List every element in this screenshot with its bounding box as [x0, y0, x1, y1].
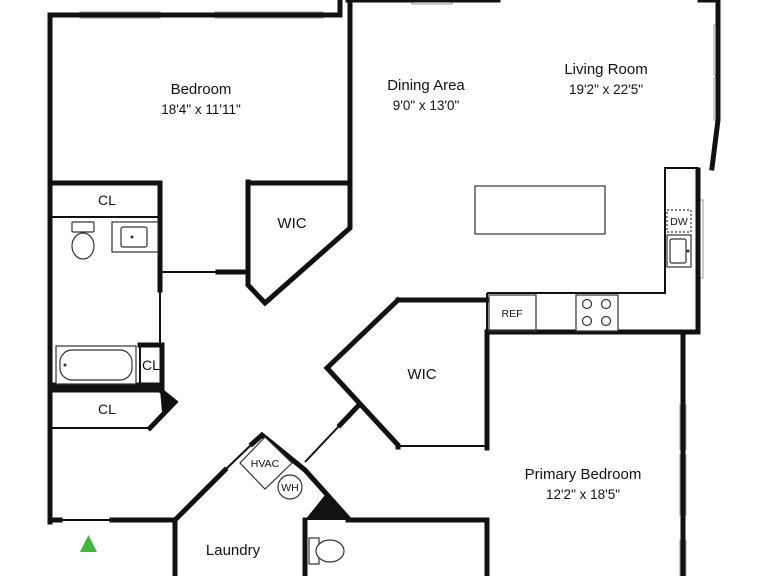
bedroom-dims: 18'4" x 11'11": [161, 102, 241, 117]
labels: Bedroom 18'4" x 11'11" Dining Area 9'0" …: [98, 61, 688, 559]
ref-label: REF: [502, 308, 523, 320]
dw-label: DW: [670, 216, 688, 228]
laundry-name: Laundry: [206, 542, 261, 559]
toilet-lower-icon: [308, 537, 345, 565]
living-name: Living Room: [564, 61, 647, 78]
kitchen-sink-icon: [666, 234, 692, 268]
sink-icon: [111, 221, 159, 253]
entry-marker-icon: [80, 535, 97, 552]
wic-lower-label: WIC: [407, 366, 436, 383]
primary-bedroom-name: Primary Bedroom: [525, 466, 642, 483]
walls: [47, 0, 721, 576]
wic-upper-label: WIC: [277, 215, 306, 232]
refrigerator: [488, 294, 537, 332]
cl-hall-label: CL: [98, 401, 116, 417]
toilet-icon: [71, 221, 95, 260]
stove-icon: [575, 294, 619, 332]
primary-bedroom-dims: 12'2" x 18'5": [546, 487, 620, 502]
fixtures: [55, 185, 692, 565]
dishwasher: [666, 209, 692, 233]
hvac-unit: [239, 436, 293, 490]
hvac-label: HVAC: [251, 458, 280, 470]
dining-dims: 9'0" x 13'0": [393, 98, 460, 113]
wh-label: WH: [281, 482, 299, 494]
cl-bedroom-label: CL: [98, 192, 116, 208]
cl-bath-label: CL: [142, 357, 160, 373]
dining-name: Dining Area: [387, 77, 465, 94]
bedroom-name: Bedroom: [171, 81, 232, 98]
kitchen-island: [474, 185, 606, 235]
living-dims: 19'2" x 22'5": [569, 82, 643, 97]
water-heater-icon: [277, 474, 303, 500]
bathtub-icon: [55, 345, 137, 385]
